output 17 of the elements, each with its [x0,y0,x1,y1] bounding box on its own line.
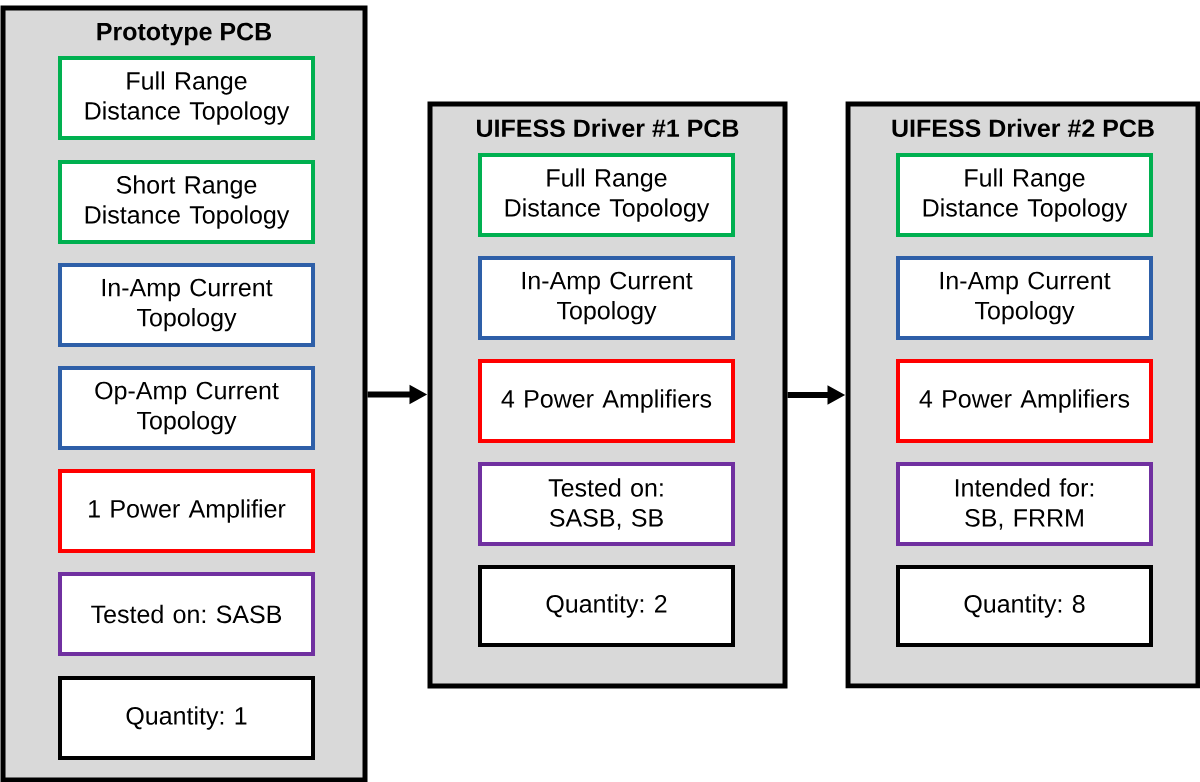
quantity-box: Quantity: 2 [478,565,735,647]
feature-box: In-Amp Current Topology [58,263,315,347]
feature-box: 4 Power Amplifiers [478,359,735,443]
feature-box: Full Range Distance Topology [478,153,735,237]
quantity-box: Quantity: 1 [58,676,315,760]
feature-box: Tested on: SASB [58,572,315,656]
feature-box: Full Range Distance Topology [58,56,315,140]
feature-box: In-Amp Current Topology [478,256,735,340]
feature-box: 4 Power Amplifiers [896,359,1153,443]
feature-box: Short Range Distance Topology [58,160,315,244]
feature-box: Tested on: SASB, SB [478,462,735,546]
feature-box: Full Range Distance Topology [896,153,1153,237]
feature-box: In-Amp Current Topology [896,256,1153,340]
quantity-box: Quantity: 8 [896,565,1153,647]
feature-box: Intended for: SB, FRRM [896,462,1153,546]
feature-box: 1 Power Amplifier [58,469,315,553]
feature-box: Op-Amp Current Topology [58,366,315,450]
